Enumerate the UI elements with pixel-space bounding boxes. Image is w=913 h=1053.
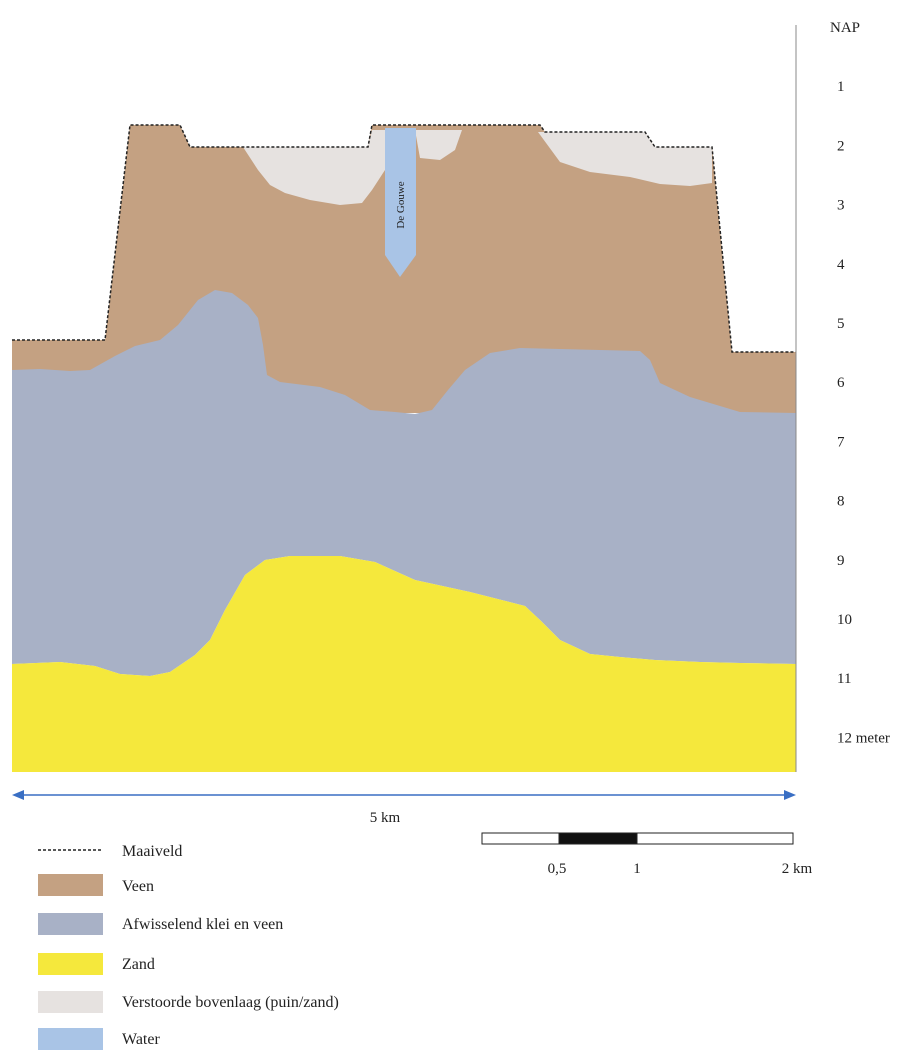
- depth-label-10: 10: [837, 612, 852, 628]
- layer-verstoorde-bovenlaag-right: [538, 132, 712, 186]
- layer-verstoorde-bovenlaag-left: [243, 130, 385, 205]
- legend-label-verstoorde: Verstoorde bovenlaag (puin/zand): [122, 994, 339, 1011]
- legend: Maaiveld Veen Afwisselend klei en veen Z…: [38, 843, 339, 1050]
- depth-label-3: 3: [837, 198, 845, 214]
- legend-swatch-zand: [38, 953, 103, 975]
- scale-bar: [481, 832, 794, 845]
- width-arrow: [12, 790, 796, 800]
- layer-water-de-gouwe: [385, 128, 416, 277]
- legend-label-veen: Veen: [122, 878, 154, 895]
- depth-label-9: 9: [837, 553, 845, 569]
- depth-label-2: 2: [837, 138, 845, 154]
- depth-label-12: 12 meter: [837, 730, 890, 746]
- depth-label-11: 11: [837, 671, 851, 687]
- legend-swatch-verstoorde: [38, 991, 103, 1013]
- layer-verstoorde-bovenlaag-mid: [415, 130, 462, 160]
- depth-label-0: NAP: [830, 20, 860, 36]
- scale-label-2-km: 2 km: [782, 861, 813, 877]
- legend-label-zand: Zand: [122, 956, 155, 973]
- depth-label-4: 4: [837, 257, 845, 273]
- scale-label-0-5: 0,5: [548, 861, 567, 877]
- maaiveld-line: [12, 124, 796, 353]
- legend-swatch-water: [38, 1028, 103, 1050]
- layer-afwisselend-klei-en-veen: [12, 290, 796, 676]
- width-arrow-label: 5 km: [370, 810, 401, 826]
- depth-label-1: 1: [837, 79, 845, 95]
- depth-axis-labels: NAP 1 2 3 4 5 6 7 8 9 10 11 12 meter: [830, 20, 890, 746]
- layer-zand: [12, 556, 796, 772]
- legend-label-water: Water: [122, 1031, 160, 1048]
- river-label: De Gouwe: [395, 181, 407, 228]
- depth-label-5: 5: [837, 316, 845, 332]
- depth-label-7: 7: [837, 434, 845, 450]
- depth-label-6: 6: [837, 375, 845, 391]
- legend-label-maaiveld: Maaiveld: [122, 843, 182, 860]
- legend-swatch-veen: [38, 874, 103, 896]
- legend-label-afwisselend: Afwisselend klei en veen: [122, 916, 283, 933]
- legend-swatch-afwisselend: [38, 913, 103, 935]
- scale-label-1: 1: [633, 861, 641, 877]
- depth-label-8: 8: [837, 494, 845, 510]
